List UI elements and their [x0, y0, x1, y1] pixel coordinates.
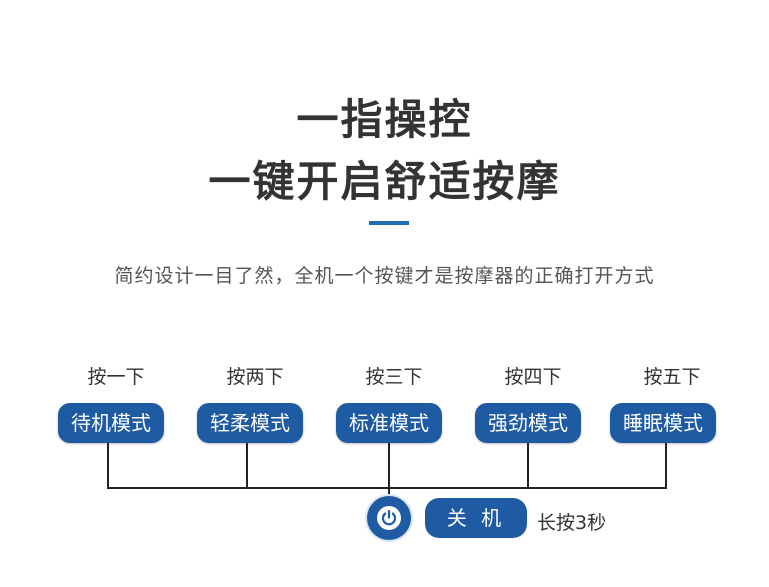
connector-line	[527, 443, 529, 489]
subtitle: 简约设计一目了然，全机一个按键才是按摩器的正确打开方式	[114, 265, 655, 287]
connector-line	[665, 443, 667, 489]
strong-mode-button[interactable]: 强劲模式	[475, 403, 581, 443]
connector-line	[388, 443, 390, 496]
standby-mode-button[interactable]: 待机模式	[58, 403, 164, 443]
sleep-mode-button[interactable]: 睡眠模式	[610, 403, 716, 443]
hold-duration-text: 长按3秒	[537, 512, 607, 534]
power-off-button[interactable]: 关 机	[425, 498, 527, 538]
press-label-1: 按一下	[87, 366, 145, 388]
power-button[interactable]	[367, 496, 411, 540]
gentle-mode-button[interactable]: 轻柔模式	[197, 403, 303, 443]
press-label-5: 按五下	[643, 366, 701, 388]
title-line-1: 一指操控	[296, 95, 473, 144]
connector-line	[246, 443, 248, 489]
press-label-4: 按四下	[504, 366, 562, 388]
title-line-2: 一键开启舒适按摩	[208, 157, 561, 206]
press-label-2: 按两下	[226, 366, 284, 388]
connector-bar	[107, 487, 667, 489]
accent-divider	[369, 221, 409, 225]
standard-mode-button[interactable]: 标准模式	[336, 403, 442, 443]
power-icon	[377, 506, 401, 530]
connector-line	[107, 443, 109, 489]
press-label-3: 按三下	[365, 366, 423, 388]
